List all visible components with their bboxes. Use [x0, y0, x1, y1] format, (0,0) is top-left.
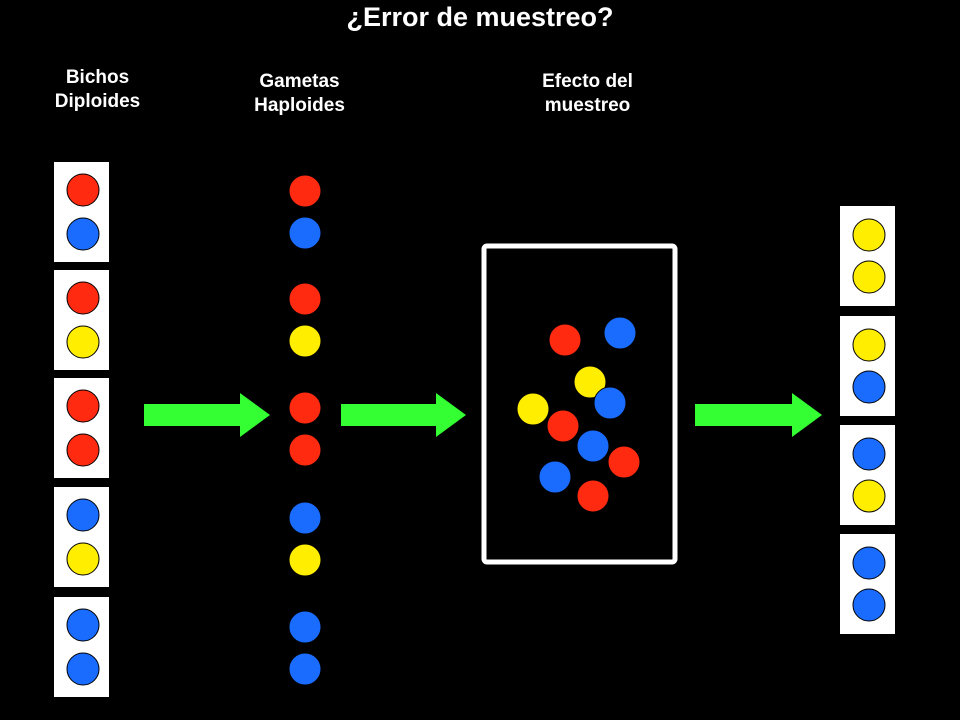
gamete-blue — [288, 610, 322, 644]
sampled-blue — [603, 316, 637, 350]
sampled-blue — [593, 386, 627, 420]
arrow-meiosis — [144, 393, 270, 437]
allele-yellow — [852, 260, 886, 294]
sampled-red — [546, 409, 580, 443]
allele-red — [66, 433, 100, 467]
gamete-yellow — [288, 543, 322, 577]
sampled-yellow — [573, 365, 607, 399]
allele-blue — [66, 608, 100, 642]
sampled-red — [576, 479, 610, 513]
allele-blue — [852, 437, 886, 471]
sampled-yellow — [516, 392, 550, 426]
label-sampling: Efecto del muestreo — [542, 71, 633, 116]
gamete-red — [288, 433, 322, 467]
allele-red — [66, 389, 100, 423]
gamete-yellow — [288, 324, 322, 358]
sampled-blue — [538, 460, 572, 494]
arrow-fertilization — [695, 393, 822, 437]
allele-blue — [852, 370, 886, 404]
gamete-red — [288, 174, 322, 208]
gamete-blue — [288, 652, 322, 686]
allele-yellow — [66, 325, 100, 359]
gamete-red — [288, 391, 322, 425]
sampled-red — [607, 445, 641, 479]
sampled-blue — [576, 429, 610, 463]
allele-yellow — [852, 479, 886, 513]
page-title: ¿Error de muestreo? — [346, 2, 614, 32]
allele-red — [66, 281, 100, 315]
arrow-sampling — [341, 393, 466, 437]
allele-blue — [852, 588, 886, 622]
allele-blue — [852, 546, 886, 580]
allele-blue — [66, 652, 100, 686]
allele-blue — [66, 498, 100, 532]
sampling-box — [481, 243, 678, 565]
sampled-red — [548, 323, 582, 357]
allele-blue — [66, 217, 100, 251]
allele-yellow — [66, 542, 100, 576]
allele-yellow — [852, 328, 886, 362]
label-diploid: Bichos Diploides — [54, 67, 141, 112]
gamete-blue — [288, 501, 322, 535]
gamete-red — [288, 282, 322, 316]
label-haploid: Gametas Haploides — [254, 71, 345, 116]
allele-red — [66, 173, 100, 207]
allele-yellow — [852, 218, 886, 252]
gamete-blue — [288, 216, 322, 250]
